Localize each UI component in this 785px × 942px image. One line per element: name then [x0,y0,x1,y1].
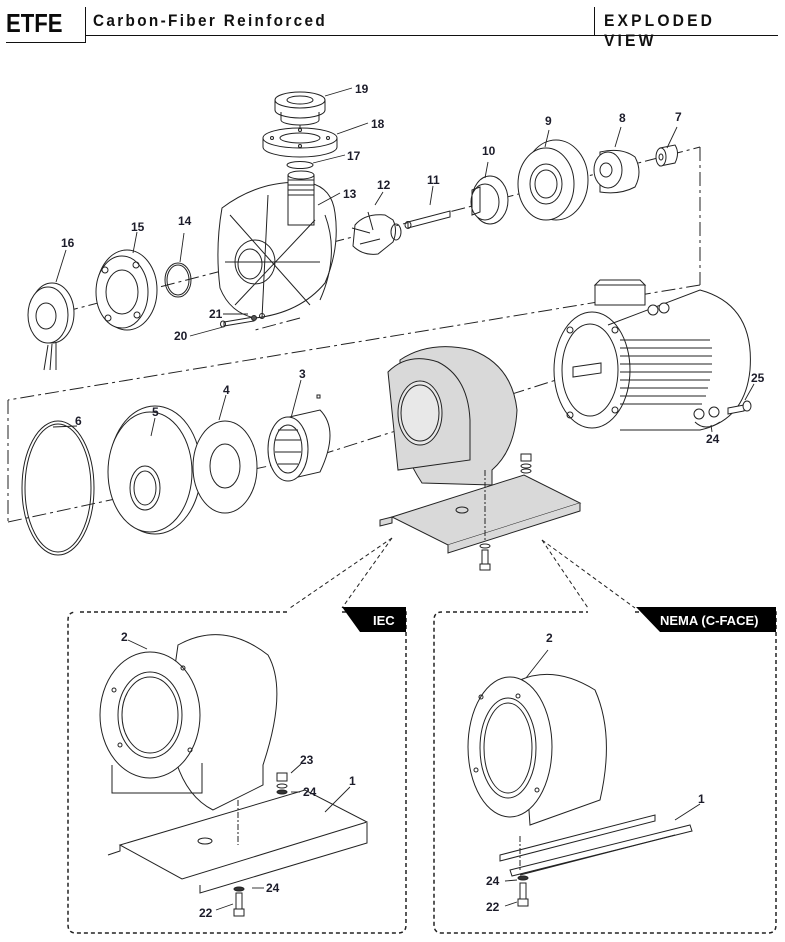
nema-inset-frame [433,611,777,934]
iec-label-22: 22 [199,906,213,920]
label-12: 12 [377,178,391,192]
label-25: 25 [751,371,765,385]
label-3: 3 [299,367,306,381]
iec-part-labels: 2 23 24 1 24 22 [121,630,356,920]
part-14-o-ring [164,262,192,298]
header-divider-left [85,7,86,43]
nema-part-1-rails [499,814,693,877]
part-4-disc [192,420,258,514]
label-13: 13 [343,187,357,201]
label-5: 5 [152,405,159,419]
label-16: 16 [61,236,75,250]
iec-label-2: 2 [121,630,128,644]
label-9: 9 [545,114,552,128]
nema-tag: NEMA (C-FACE) [636,607,776,632]
part-7-bushing [655,144,678,167]
iec-tag-label: IEC [373,613,395,628]
header-divider-right [594,7,595,35]
part-20-21-bolt-washers [220,313,265,328]
part-18-flange [262,127,338,158]
header-rule [86,35,778,36]
part-1-base-plate [379,474,582,554]
part-5-containment-shell [107,405,202,535]
nema-label-1: 1 [698,792,705,806]
nema-label-22: 22 [486,900,500,914]
header-underline-left [6,42,86,43]
label-24: 24 [706,432,720,446]
nema-fasteners [517,875,529,907]
iec-label-24b: 24 [266,881,280,895]
iec-label-24a: 24 [303,785,317,799]
part-12-impeller [351,211,402,255]
part-14-o-ring-inner [166,264,190,296]
label-6: 6 [75,414,82,428]
part-15-union-flange [95,249,158,331]
iec-tag: IEC [342,607,406,632]
label-21: 21 [209,307,223,321]
material-subtitle: Carbon-Fiber Reinforced [93,11,328,30]
label-15: 15 [131,220,145,234]
material-title: ETFE [6,8,63,38]
label-7: 7 [675,110,682,124]
label-8: 8 [619,111,626,125]
label-19: 19 [355,82,369,96]
leader-lines [52,87,755,911]
nema-label-2: 2 [546,631,553,645]
part-19-union-nut [274,91,326,130]
iec-label-1: 1 [349,774,356,788]
part-11-shaft [404,210,451,229]
iec-fasteners [233,772,288,917]
callout-dashes [289,537,636,609]
part-16-union-end [27,282,75,371]
part-10-thrust-ring [470,175,509,225]
part-13-pump-casing [217,170,337,319]
part-8-inner-magnet [593,149,640,194]
motor-fasteners-24-25 [693,400,752,428]
part-2-motor-bracket [387,346,518,486]
view-title: EXPLODED VIEW [604,11,716,50]
part-17-o-ring [286,161,314,169]
label-20: 20 [174,329,188,343]
main-base-fasteners [479,453,532,571]
nema-label-24: 24 [486,874,500,888]
part-9-rear-casing [517,139,589,221]
iec-inset-frame [67,611,407,934]
label-11: 11 [427,173,440,187]
label-18: 18 [371,117,385,131]
nema-part-labels: 2 1 24 22 [486,631,705,914]
part-3-outer-magnet [267,394,331,482]
label-17: 17 [347,149,361,163]
label-10: 10 [482,144,496,158]
part-6-o-ring [21,420,95,556]
iec-part-1-base [107,789,369,894]
iec-label-23: 23 [300,753,314,767]
label-14: 14 [178,214,192,228]
electric-motor [553,279,751,431]
nema-part-2-bracket [467,673,607,826]
iec-part-2-bracket [99,634,278,811]
label-4: 4 [223,383,230,397]
nema-tag-label: NEMA (C-FACE) [660,613,758,628]
main-part-labels: 19 18 17 13 12 11 10 9 8 7 14 15 16 21 2… [61,82,765,446]
